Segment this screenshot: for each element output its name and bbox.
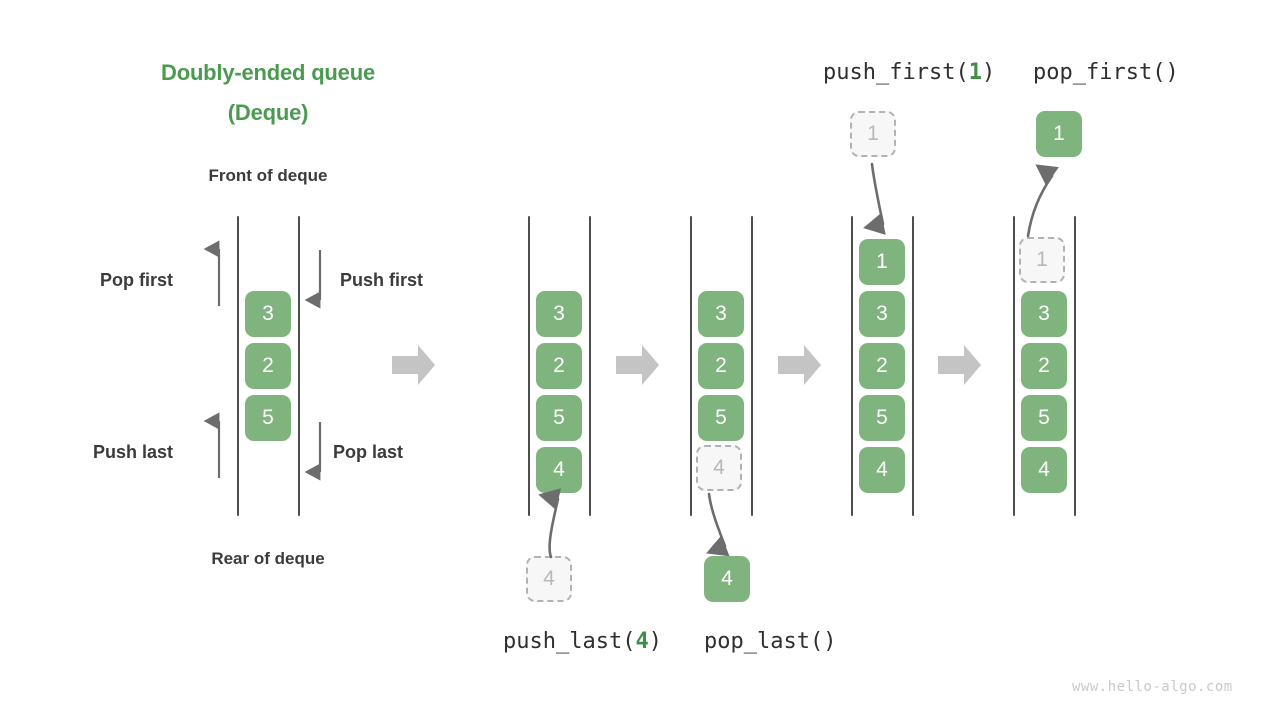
incoming-element-ghost: 1	[850, 111, 896, 157]
op-name: push_last	[503, 629, 623, 654]
deque-element: 2	[536, 343, 582, 389]
deque-rail-right	[912, 216, 914, 516]
op-name: push_first	[823, 60, 956, 85]
op-close-paren: )	[981, 60, 996, 85]
deque-rail-left	[690, 216, 692, 516]
deque-rail-left	[1013, 216, 1015, 516]
deque-element: 4	[1021, 447, 1067, 493]
op-open-paren: (	[622, 629, 636, 654]
stage-arrow-icon	[392, 345, 435, 385]
deque-element: 2	[1021, 343, 1067, 389]
pop-first-flow-arrow-icon	[1026, 164, 1059, 238]
op-name: pop_first	[1033, 60, 1153, 85]
rear-of-deque-label: Rear of deque	[211, 549, 325, 568]
deque-rail-right	[298, 216, 300, 516]
stage-arrow-icon	[778, 345, 821, 385]
pop-first-label: Pop first	[100, 270, 174, 290]
push-first-operation-label: push_first(1)	[823, 60, 995, 85]
stage-arrow-icon	[616, 345, 659, 385]
deque-rail-left	[851, 216, 853, 516]
deque-element: 3	[859, 291, 905, 337]
deque-element: 1	[859, 239, 905, 285]
stage-arrow-icon	[938, 345, 981, 385]
push-last-label: Push last	[93, 442, 174, 462]
deque-element: 2	[859, 343, 905, 389]
op-open-paren: (	[1152, 60, 1166, 85]
popped-element-ghost: 4	[696, 445, 742, 491]
pop-last-flow-arrow-icon	[706, 492, 730, 557]
deque-element: 5	[1021, 395, 1067, 441]
op-close-paren: )	[648, 629, 662, 654]
front-of-deque-label: Front of deque	[208, 166, 328, 185]
deque-element: 4	[536, 447, 582, 493]
push-first-arrow-icon	[304, 250, 322, 309]
deque-element: 3	[536, 291, 582, 337]
push-first-flow-arrow-icon	[863, 162, 886, 235]
op-argument: 4	[635, 629, 649, 654]
op-open-paren: (	[955, 60, 969, 85]
deque-element: 5	[245, 395, 291, 441]
op-close-paren: )	[1165, 60, 1179, 85]
op-close-paren: )	[823, 629, 837, 654]
deque-element: 3	[245, 291, 291, 337]
watermark: www.hello-algo.com	[1072, 679, 1233, 695]
deque-rail-left	[528, 216, 530, 516]
pop-last-label: Pop last	[333, 442, 404, 462]
deque-element: 3	[1021, 291, 1067, 337]
deque-element: 5	[698, 395, 744, 441]
outgoing-element: 4	[704, 556, 750, 602]
op-argument: 1	[968, 60, 982, 85]
pop-last-arrow-icon	[304, 422, 322, 481]
pop-first-operation-label: pop_first()	[1033, 60, 1179, 85]
push-last-arrow-icon	[203, 412, 221, 478]
deque-rail-right	[751, 216, 753, 516]
deque-element: 2	[245, 343, 291, 389]
deque-rail-right	[1074, 216, 1076, 516]
deque-rail-right	[589, 216, 591, 516]
deque-element: 2	[698, 343, 744, 389]
push-last-flow-arrow-icon	[538, 488, 562, 559]
outgoing-element: 1	[1036, 111, 1082, 157]
pop-first-arrow-icon	[203, 240, 221, 306]
op-open-paren: (	[809, 629, 824, 654]
op-name: pop_last	[704, 629, 810, 654]
page-title-line1: Doubly-ended queue	[161, 60, 375, 85]
deque-element: 4	[859, 447, 905, 493]
page-title-line2: (Deque)	[227, 100, 309, 125]
deque-rail-left	[237, 216, 239, 516]
deque-element: 5	[536, 395, 582, 441]
push-last-operation-label: push_last(4)	[503, 629, 662, 654]
pop-last-operation-label: pop_last()	[704, 629, 836, 654]
deque-element: 5	[859, 395, 905, 441]
incoming-element-ghost: 4	[526, 556, 572, 602]
deque-element: 3	[698, 291, 744, 337]
push-first-label: Push first	[340, 270, 424, 290]
popped-element-ghost: 1	[1019, 237, 1065, 283]
